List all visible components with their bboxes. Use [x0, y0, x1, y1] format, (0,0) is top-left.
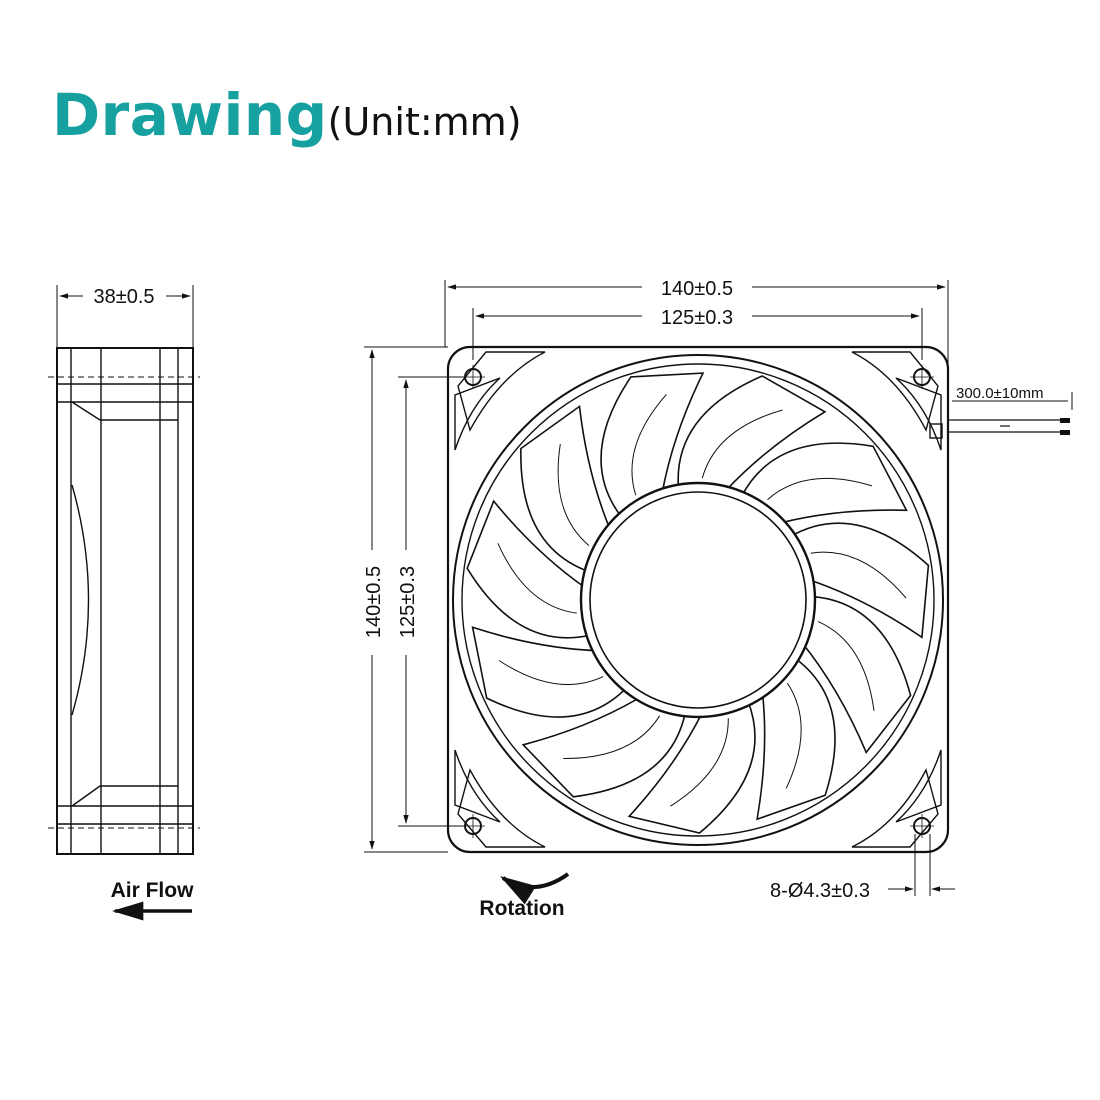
- fan-blade-edge: [767, 477, 873, 501]
- corner-web-inner: [454, 377, 501, 451]
- corner-web-top-right: [851, 351, 939, 432]
- width-outer-label: 140±0.5: [661, 278, 733, 300]
- corner-web-bottom-left: [457, 768, 546, 848]
- corner-webs: [454, 351, 942, 848]
- height-holes-label: 125±0.3: [397, 566, 419, 638]
- airflow-label: Air Flow: [111, 879, 194, 902]
- fan-blade-edge: [817, 621, 875, 711]
- fan-blade-edge: [498, 660, 604, 686]
- corner-web-inner: [454, 749, 501, 823]
- side-taper-bottom: [71, 785, 101, 807]
- fan-blade-edge: [557, 444, 590, 546]
- front-view: 300.0±10mm 140±0.5 125±0.3 140±0.5 125±0…: [363, 278, 1073, 920]
- cable-terminal: [1060, 418, 1070, 423]
- fan-hub-outer: [579, 481, 817, 719]
- side-view: 38±0.5 Air Flow: [48, 285, 200, 921]
- cable-terminal: [1060, 430, 1070, 435]
- fan-blade: [627, 700, 756, 834]
- title-unit: (Unit:mm): [327, 100, 522, 144]
- fan-frame-outline: [446, 345, 950, 854]
- fan-blade-edge: [701, 409, 783, 479]
- side-view-outline: [56, 347, 194, 855]
- drawing-title: Drawing(Unit:mm): [52, 86, 522, 144]
- mount-hole-label: 8-Ø4.3±0.3: [770, 880, 870, 902]
- fan-blade: [677, 375, 827, 492]
- fan-blade: [521, 695, 687, 798]
- mounting-holes: [461, 365, 934, 838]
- corner-web-top-left: [457, 351, 546, 432]
- fan-blade: [756, 656, 836, 821]
- fan-blade-edge: [810, 551, 907, 599]
- fan-shroud-inner: [461, 363, 935, 837]
- rotation-label: Rotation: [479, 897, 564, 920]
- fan-blade-edge: [631, 394, 667, 496]
- cable-clip: [929, 423, 943, 439]
- cable-length-label: 300.0±10mm: [956, 385, 1043, 402]
- corner-web-inner: [895, 749, 942, 823]
- fan-blades: [466, 372, 930, 834]
- corner-web-bottom-right: [851, 768, 939, 848]
- fan-blade-edge: [670, 718, 729, 807]
- fan-blade: [801, 595, 912, 754]
- fan-blade: [466, 499, 592, 639]
- side-thickness-label: 38±0.5: [93, 286, 154, 308]
- fan-blade-edge: [497, 543, 577, 614]
- height-outer-label: 140±0.5: [363, 566, 385, 638]
- fan-hub-inner: [589, 491, 807, 709]
- cable: 300.0±10mm: [929, 345, 1073, 448]
- width-holes-label: 125±0.3: [661, 307, 733, 329]
- fan-blade: [520, 404, 612, 573]
- corner-web-inner: [895, 377, 942, 451]
- title-main: Drawing: [52, 81, 328, 149]
- rotation-arrow: [499, 872, 570, 905]
- fan-blade-edge: [563, 715, 661, 760]
- fan-blade: [740, 442, 908, 524]
- side-blade-curve: [71, 484, 90, 716]
- fan-blade: [471, 626, 628, 718]
- side-taper-top: [71, 401, 101, 421]
- fan-blade: [600, 372, 705, 519]
- fan-shroud-outer: [452, 354, 944, 846]
- fan-blade-edge: [785, 682, 802, 789]
